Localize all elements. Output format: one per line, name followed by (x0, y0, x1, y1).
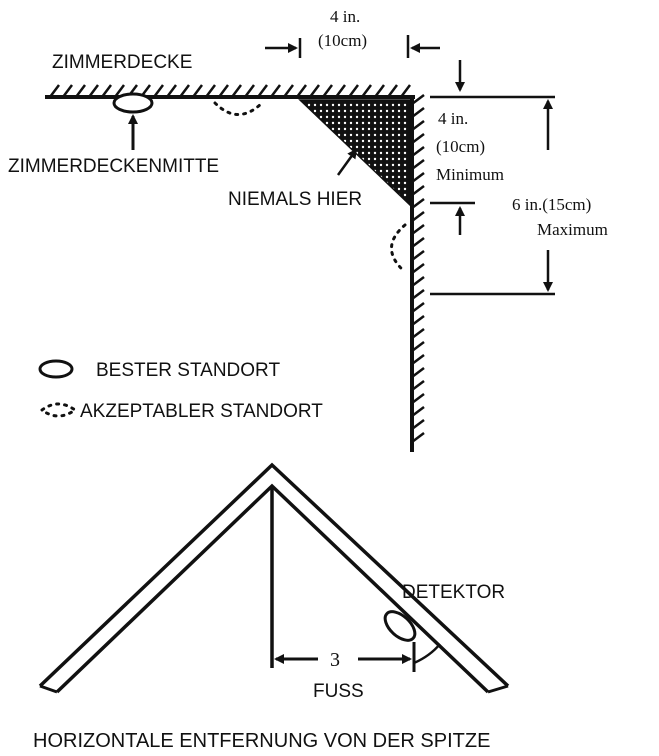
side-max-dimension (430, 99, 555, 296)
wall-hatch-mark (411, 302, 425, 313)
never-here-label: NIEMALS HIER (228, 189, 362, 210)
side-max-word: Maximum (537, 220, 608, 239)
wall-hatch-mark (411, 224, 425, 235)
ceiling-hatch-mark (166, 84, 177, 98)
wall-hatch-mark (411, 315, 425, 326)
ceiling-hatch-mark (62, 84, 73, 98)
ceiling-hatch-mark (387, 84, 398, 98)
wall-hatch-mark (411, 237, 425, 248)
ceiling-hatch-mark (192, 84, 203, 98)
side-min-inches: 4 in. (438, 109, 468, 128)
wall-hatch-mark (411, 406, 425, 417)
acceptable-location-wall (390, 223, 407, 274)
ceiling-hatch-mark (231, 84, 242, 98)
wall-hatch-mark (411, 146, 425, 157)
wall-hatch-mark (411, 107, 425, 118)
ceiling-hatch-mark (335, 84, 346, 98)
ceiling-hatch-mark (218, 84, 229, 98)
ceiling-hatch-mark (283, 84, 294, 98)
never-here-arrow (336, 148, 358, 176)
wall-hatch-mark (411, 120, 425, 131)
wall-hatch-mark (411, 250, 425, 261)
side-min-cm: (10cm) (436, 137, 485, 156)
ceiling-hatch-mark (348, 84, 359, 98)
ceiling-hatch-mark (101, 84, 112, 98)
ceiling-hatch-mark (205, 84, 216, 98)
ceiling-center-label: ZIMMERDECKENMITTE (8, 156, 219, 177)
top-dimension (265, 35, 440, 58)
ceiling-hatch-mark (361, 84, 372, 98)
acceptable-location-ceiling (213, 101, 264, 116)
ceiling-hatch-mark (244, 84, 255, 98)
wall-line (410, 94, 425, 452)
wall-hatch-mark (411, 354, 425, 365)
wall-hatch-mark (411, 419, 425, 430)
wall-hatch-mark (411, 393, 425, 404)
top-dimension-inches: 4 in. (330, 7, 360, 26)
ceiling-hatch-mark (400, 84, 411, 98)
side-max-label: 6 in.(15cm) (512, 195, 591, 214)
ceiling-hatch-mark (88, 84, 99, 98)
ceiling-line (45, 84, 415, 99)
wall-hatch-mark (411, 367, 425, 378)
detector-oval (383, 610, 417, 642)
legend-acceptable-label: AKZEPTABLER STANDORT (80, 401, 323, 422)
wall-hatch-mark (411, 289, 425, 300)
ceiling-hatch-mark (270, 84, 281, 98)
distance-dimension (274, 642, 441, 672)
ceiling-hatch-mark (75, 84, 86, 98)
wall-hatch-mark (411, 341, 425, 352)
wall-hatch-mark (411, 198, 425, 209)
ceiling-label: ZIMMERDECKE (52, 52, 192, 73)
caption: HORIZONTALE ENTFERNUNG VON DER SPITZE (33, 730, 490, 752)
legend-best-label: BESTER STANDORT (96, 360, 280, 381)
side-min-dimension (430, 60, 555, 235)
best-location-oval (112, 92, 154, 114)
wall-hatch-mark (411, 185, 425, 196)
ceiling-hatch-mark (179, 84, 190, 98)
wall-hatch-mark (411, 211, 425, 222)
side-min-word: Minimum (436, 165, 504, 184)
wall-hatch-mark (411, 172, 425, 183)
ceiling-hatch-mark (114, 84, 125, 98)
wall-hatch-mark (411, 94, 425, 105)
wall-hatch-mark (411, 133, 425, 144)
wall-hatch-mark (411, 159, 425, 170)
legend-best-icon (38, 359, 74, 379)
legend-acceptable-icon (40, 402, 78, 418)
legend: BESTER STANDORT AKZEPTABLER STANDORT (38, 359, 323, 422)
top-dimension-cm: (10cm) (318, 31, 367, 50)
wall-hatch-mark (411, 328, 425, 339)
ceiling-hatch-mark (296, 84, 307, 98)
ceiling-hatch-mark (322, 84, 333, 98)
wall-hatch-mark (411, 432, 425, 443)
wall-hatch-mark (411, 380, 425, 391)
ceiling-hatch-mark (309, 84, 320, 98)
ceiling-hatch-mark (374, 84, 385, 98)
ceiling-hatch-mark (49, 84, 60, 98)
wall-hatch-mark (411, 276, 425, 287)
ceiling-hatch-mark (153, 84, 164, 98)
distance-unit: FUSS (313, 681, 364, 702)
detector-label: DETEKTOR (402, 582, 505, 603)
wall-hatch-mark (411, 263, 425, 274)
ceiling-hatch-mark (257, 84, 268, 98)
peaked-roof (38, 462, 510, 694)
distance-value: 3 (330, 649, 340, 671)
